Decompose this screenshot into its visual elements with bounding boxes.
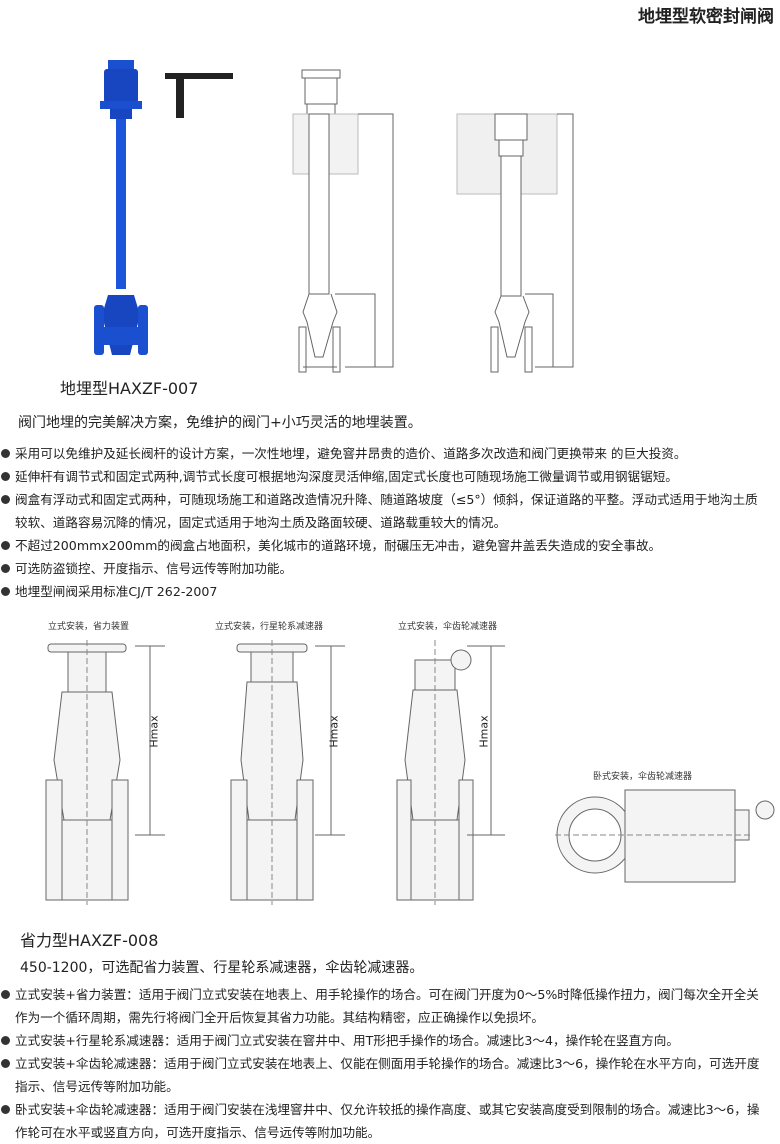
blue-valve-image <box>94 60 233 355</box>
intro-007: 阀门地埋的完美解决方案，免维护的阀门+小巧灵活的地埋装置。 <box>18 415 422 431</box>
underground-install-drawing-1 <box>292 69 394 373</box>
intro-008: 450-1200，可选配省力装置、行星轮系减速器，伞齿轮减速器。 <box>20 960 424 976</box>
t-handle-key-icon <box>165 73 233 118</box>
diagram-label-3: 立式安装，伞齿轮减速器 <box>398 622 498 632</box>
vertical-valve-drawing-3 <box>396 640 505 905</box>
list-item: 采用可以免维护及延长阀杆的设计方案，一次性地埋，避免窨井昂贵的造价、道路多次改造… <box>0 442 780 465</box>
list-item: 立式安装+行星轮系减速器：适用于阀门立式安装在窨井中、用T形把手操作的场合。减速… <box>0 1029 780 1052</box>
diagram-label-2: 立式安装，行星轮系减速器 <box>215 622 324 632</box>
vertical-valve-drawing-1 <box>45 640 165 905</box>
list-item: 立式安装+省力装置：适用于阀门立式安装在地表上、用手轮操作的场合。可在阀门开度为… <box>0 983 780 1029</box>
feature-list-007: 采用可以免维护及延长阀杆的设计方案，一次性地埋，避免窨井昂贵的造价、道路多次改造… <box>0 442 780 603</box>
diagram-label-1: 立式安装，省力装置 <box>48 622 130 632</box>
list-item: 可选防盗锁控、开度指示、信号远传等附加功能。 <box>0 557 780 580</box>
list-item: 立式安装+伞齿轮减速器：适用于阀门立式安装在地表上、仅能在侧面用手轮操作的场合。… <box>0 1052 780 1098</box>
page-title: 地埋型软密封闸阀 <box>638 7 774 27</box>
product-caption-008: 省力型HAXZF-008 <box>20 931 159 950</box>
list-item: 地埋型闸阀采用标准CJ/T 262-2007 <box>0 580 780 603</box>
feature-list-008: 立式安装+省力装置：适用于阀门立式安装在地表上、用手轮操作的场合。可在阀门开度为… <box>0 983 780 1144</box>
list-item: 不超过200mmx200mm的阀盒占地面积，美化城市的道路环境，耐碾压无冲击，避… <box>0 534 780 557</box>
horizontal-valve-drawing <box>555 789 775 883</box>
hmax-label-1: Hmax <box>147 715 161 748</box>
list-item: 阀盒有浮动式和固定式两种，可随现场施工和道路改造情况升降、随道路坡度（≤5°）倾… <box>0 488 780 534</box>
hmax-label-2: Hmax <box>327 715 341 748</box>
vertical-valve-drawing-2 <box>230 640 345 905</box>
underground-install-drawing-2 <box>456 113 574 373</box>
product-caption-007: 地埋型HAXZF-007 <box>60 379 199 398</box>
hmax-label-3: Hmax <box>477 715 491 748</box>
diagram-label-4: 卧式安装，伞齿轮减速器 <box>593 772 693 782</box>
list-item: 延伸杆有调节式和固定式两种,调节式长度可根据地沟深度灵活伸缩,固定式长度也可随现… <box>0 465 780 488</box>
list-item: 卧式安装+伞齿轮减速器：适用于阀门安装在浅埋窨井中、仅允许较抵的操作高度、或其它… <box>0 1098 780 1144</box>
